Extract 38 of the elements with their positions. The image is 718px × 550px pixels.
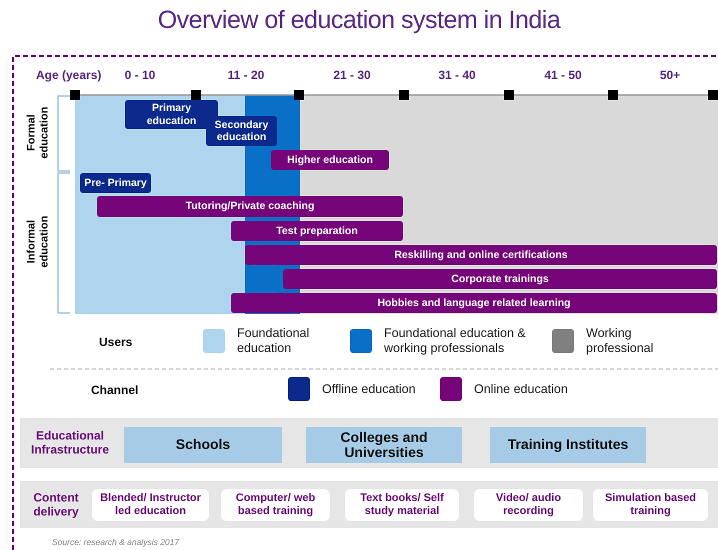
source-note: Source: research & analysis 2017: [52, 537, 180, 547]
row-label: Formal education: [25, 106, 51, 161]
age-range: 0 - 10: [124, 68, 156, 82]
band-background: [20, 481, 718, 528]
row-label: Users: [99, 335, 132, 349]
row-label: Channel: [91, 383, 138, 397]
delivery-card: Video/ audio recording: [474, 489, 583, 521]
legend-label: Foundational education: [237, 326, 310, 356]
age-range: 50+: [658, 68, 682, 82]
title: Overview of education system in India: [156, 6, 562, 35]
delivery-card: Simulation based training: [593, 489, 708, 521]
timeline-bar: Secondary education: [206, 116, 277, 146]
age-range: 31 - 40: [437, 68, 477, 82]
legend-label: Working professional: [586, 326, 654, 356]
band-heading: Content delivery: [32, 490, 80, 519]
timeline-bar: Hobbies and language related learning: [231, 293, 717, 313]
infrastructure-box: Schools: [124, 427, 282, 463]
band-heading: Educational Infrastructure: [30, 428, 110, 458]
infrastructure-box: Colleges and Universities: [306, 427, 462, 463]
age-range: 21 - 30: [332, 68, 372, 82]
band-background: [20, 418, 718, 468]
age-range: 41 - 50: [543, 68, 583, 82]
timeline-bar: Tutoring/Private coaching: [97, 196, 403, 217]
delivery-card: Blended/ Instructor led education: [92, 489, 209, 521]
delivery-card: Text books/ Self study material: [345, 489, 459, 521]
legend-label: Offline education: [322, 382, 416, 396]
timeline-bar: Pre- Primary: [80, 173, 151, 193]
age-range: 11 - 20: [226, 68, 266, 82]
legend-label: Online education: [474, 382, 568, 396]
timeline-bar: Reskilling and online certifications: [245, 245, 717, 265]
delivery-card: Computer/ web based training: [221, 489, 330, 521]
axis-title: Age (years): [36, 68, 102, 82]
infrastructure-box: Training Institutes: [490, 427, 646, 463]
timeline-bar: Test preparation: [231, 221, 403, 241]
timeline-bar: Corporate trainings: [283, 269, 717, 289]
timeline-bar: Higher education: [271, 150, 389, 170]
row-label: Informal education: [25, 214, 51, 270]
legend-label: Foundational education & working professionals: [384, 326, 527, 356]
